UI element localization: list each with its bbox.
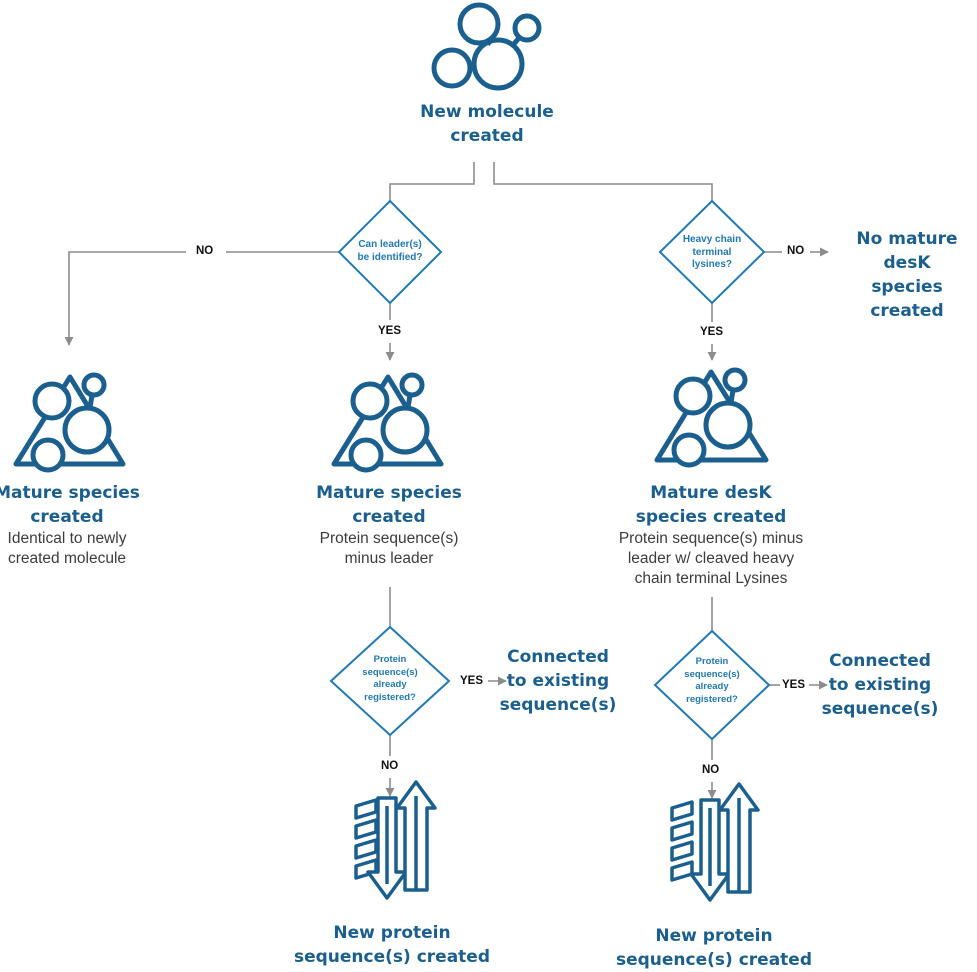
- node-connected-center: Connected to existing sequence(s): [499, 647, 617, 715]
- label-lysines-yes: YES: [700, 326, 724, 338]
- node-new-molecule-title: New molecule created: [420, 102, 554, 146]
- node-connected-right: Connected to existing sequence(s): [821, 651, 939, 719]
- node-mature-left-desc: Identical to newly created molecule: [7, 530, 127, 567]
- decision-registered-right-diamond: [653, 629, 771, 741]
- node-mature-desk-desc: Protein sequence(s) minus leader w/ clea…: [618, 530, 804, 587]
- label-registered-right-yes: YES: [782, 679, 806, 691]
- mature-desk-species-icon: [654, 367, 769, 468]
- label-leader-no: NO: [196, 245, 214, 257]
- label-registered-center-yes: YES: [460, 675, 484, 687]
- decision-lysines-text: Heavy chain terminal lysines?: [682, 234, 742, 270]
- connector-top-right: [493, 162, 713, 203]
- node-mature-desk-title: Mature desK species created: [635, 483, 787, 527]
- connector-top-left: [389, 162, 475, 203]
- decision-registered-center-text: Protein sequence(s) already registered?: [362, 654, 418, 703]
- node-new-protein-right: New protein sequence(s) created: [615, 926, 813, 970]
- node-no-mature-desk: No mature desK species created: [856, 229, 958, 321]
- label-registered-center-no: NO: [381, 760, 399, 772]
- connectors: [64, 162, 829, 799]
- decision-registered-right-text: Protein sequence(s) already registered?: [684, 656, 740, 705]
- label-leader-yes: YES: [378, 325, 402, 337]
- decision-lysines-diamond: [658, 199, 766, 305]
- protein-structure-icon-right: [670, 782, 760, 902]
- decision-registered-center-diamond: [329, 625, 451, 737]
- node-new-protein-center: New protein sequence(s) created: [293, 923, 491, 967]
- molecule-icon: [431, 2, 542, 91]
- arrow-leader-no: [64, 251, 186, 346]
- label-lysines-no: NO: [787, 245, 805, 257]
- decision-leader-diamond: [337, 199, 443, 305]
- node-mature-center-desc: Protein sequence(s) minus leader: [319, 530, 459, 567]
- decision-leader-text: Can leader(s) be identified?: [357, 239, 423, 263]
- node-mature-center-title: Mature species created: [316, 483, 462, 527]
- node-mature-left-title: Mature species created: [0, 483, 140, 527]
- label-registered-right-no: NO: [702, 764, 720, 776]
- mature-species-icon: [13, 372, 126, 473]
- mature-species-icon-center: [331, 372, 444, 473]
- protein-structure-icon: [354, 780, 437, 900]
